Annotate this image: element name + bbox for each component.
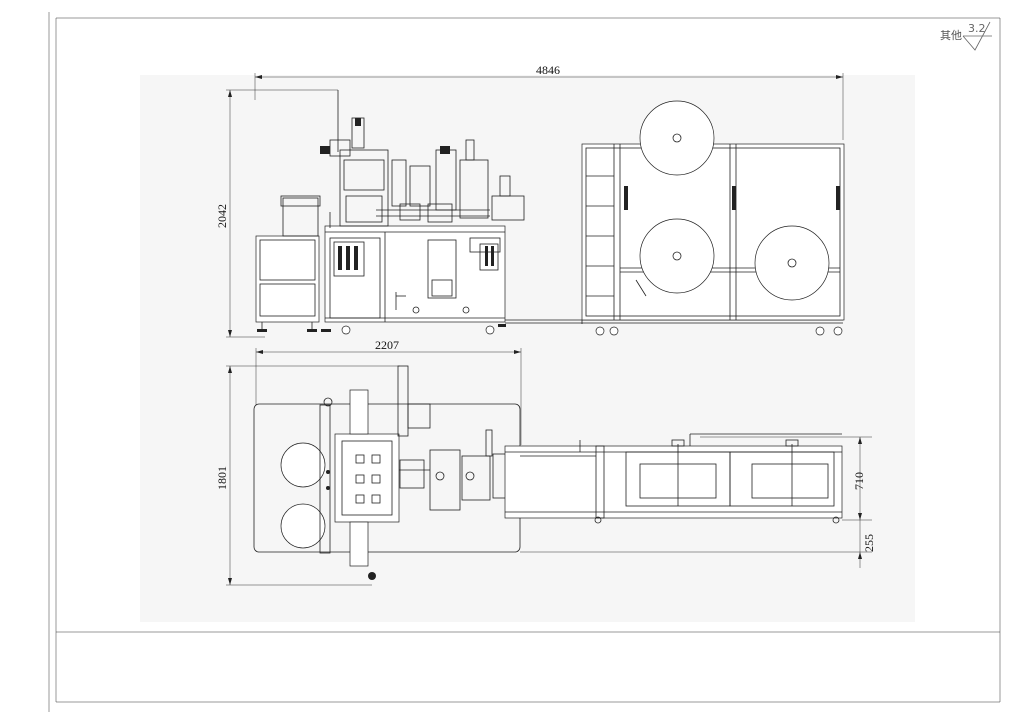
upper-machinery bbox=[320, 90, 525, 270]
front-height-label: 2042 bbox=[215, 204, 229, 228]
top-height-dimension: 1801 bbox=[215, 365, 400, 586]
top-right-lower-label: 255 bbox=[862, 534, 876, 552]
front-width-dimension: 4846 bbox=[254, 63, 844, 140]
roll-left-bottom bbox=[280, 503, 326, 549]
main-machine-frame bbox=[321, 225, 506, 335]
material-roll-top bbox=[639, 100, 715, 176]
front-height-dimension: 2042 bbox=[215, 89, 338, 338]
sheet-frame bbox=[48, 12, 1001, 712]
top-width-dimension: 2207 bbox=[255, 338, 522, 445]
top-right-dimensions: 710 255 bbox=[520, 436, 876, 568]
front-view: 4846 2042 bbox=[215, 63, 845, 338]
corner-scale: 3.2 bbox=[968, 22, 986, 35]
front-width-label: 4846 bbox=[536, 63, 560, 77]
top-central-station bbox=[323, 365, 520, 580]
top-view: 2207 1801 710 255 bbox=[215, 338, 876, 586]
top-conveyor-frame bbox=[504, 433, 843, 524]
top-width-label: 2207 bbox=[375, 338, 399, 352]
material-roll-right bbox=[754, 225, 830, 301]
top-right-upper-label: 710 bbox=[852, 472, 866, 490]
top-outline bbox=[253, 403, 521, 554]
surface-finish-mark: 其他 3.2 bbox=[940, 21, 992, 51]
roll-left-top bbox=[280, 442, 326, 488]
unwind-frame bbox=[505, 100, 845, 336]
material-roll-middle bbox=[639, 218, 715, 294]
left-cabinet bbox=[255, 195, 321, 332]
corner-text: 其他 bbox=[940, 29, 962, 42]
top-height-label: 1801 bbox=[215, 466, 229, 490]
